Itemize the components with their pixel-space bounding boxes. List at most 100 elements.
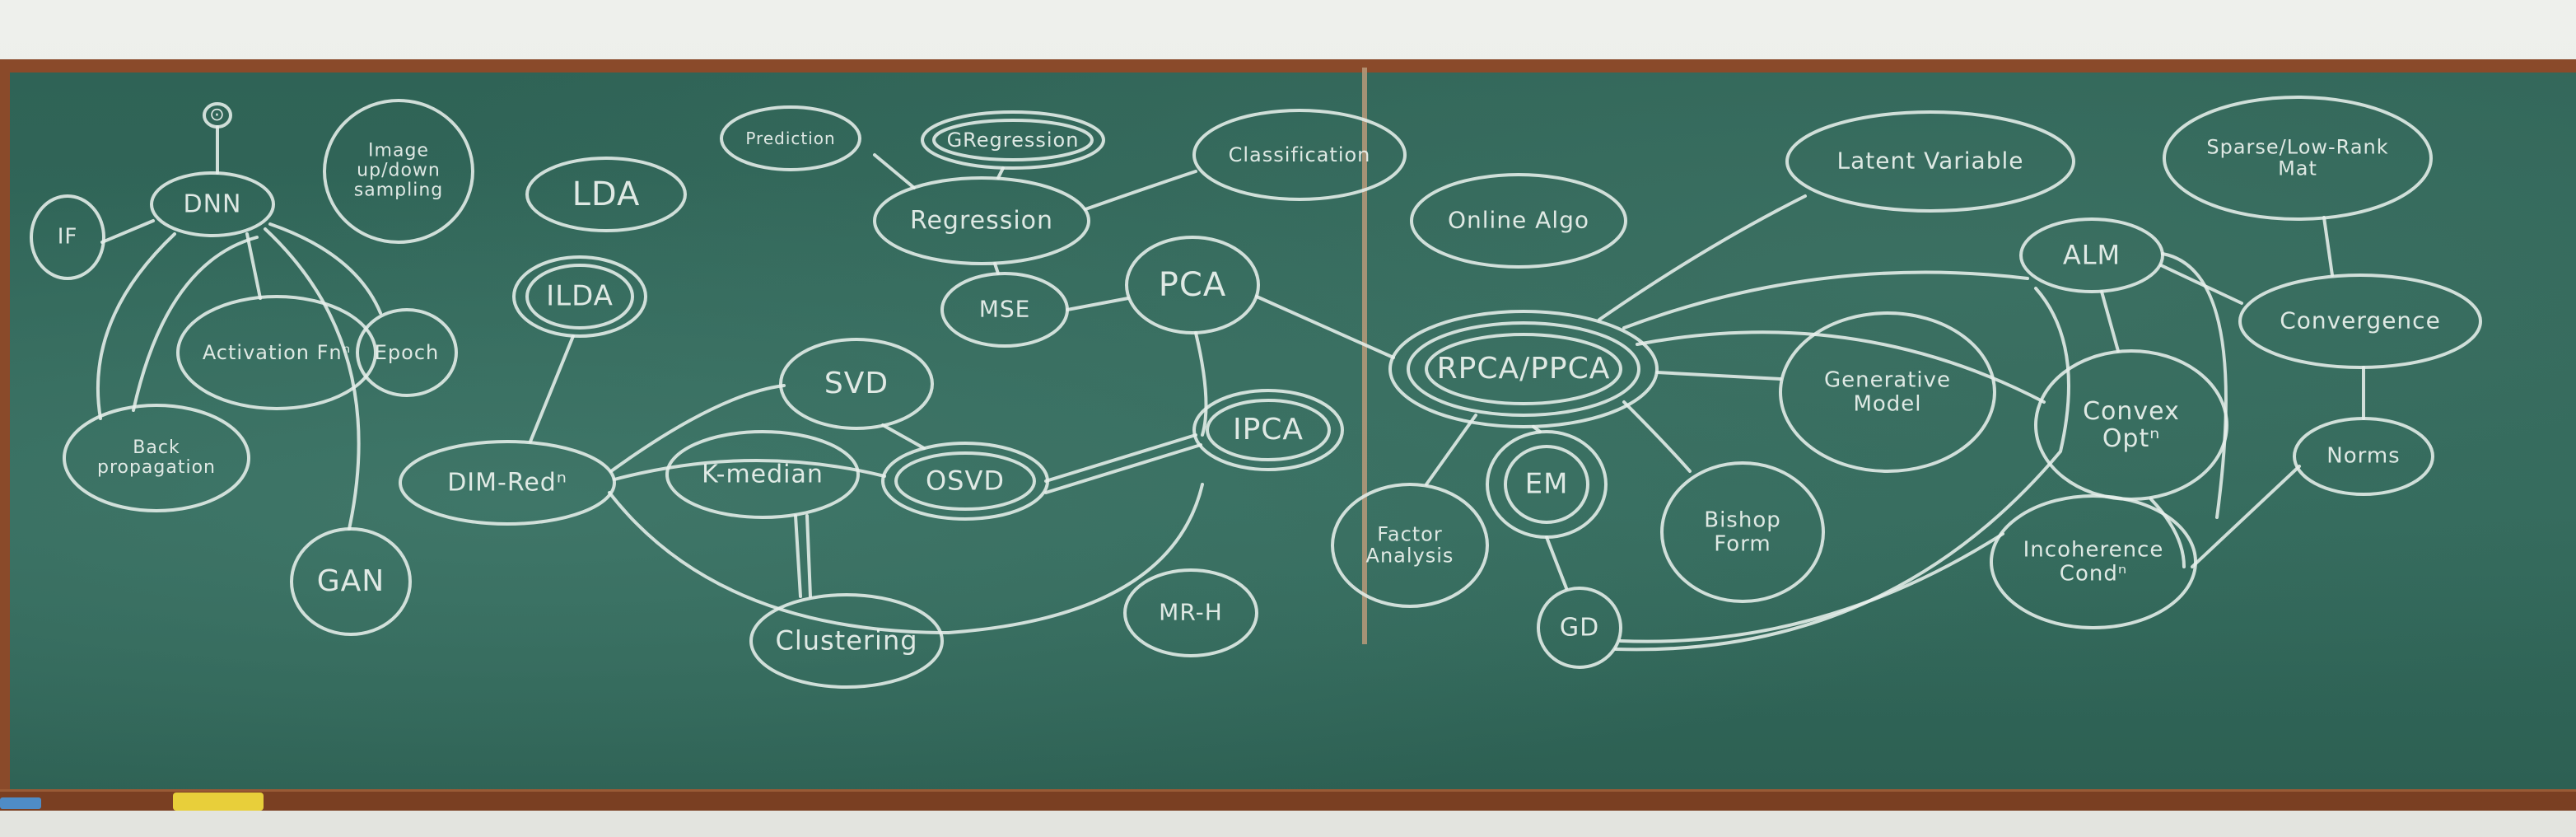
label-ilda: ILDA: [546, 279, 614, 313]
label-incoherence-cond: Incoherence Condⁿ: [2023, 537, 2164, 586]
label-g-regression: GRegression: [946, 128, 1080, 152]
oval-ipca-inner: [1206, 399, 1331, 461]
label-mr-h: MR-H: [1159, 598, 1223, 626]
label-alm: ALM: [2062, 239, 2121, 271]
label-epoch: Epoch: [374, 340, 440, 364]
oval-backprop: [63, 404, 250, 512]
edge-backprop-arc: [132, 236, 259, 412]
edge-alm-convergence: [2159, 264, 2243, 305]
label-latent-variable: Latent Variable: [1836, 147, 2024, 175]
oval-prediction: [720, 105, 861, 171]
label-pca: PCA: [1158, 266, 1227, 304]
label-clustering: Clustering: [775, 624, 918, 657]
edge-kmedian-cluster: [794, 514, 802, 598]
edge-pca-rpca: [1255, 295, 1395, 359]
edge-dnn-backprop: [96, 232, 176, 420]
oval-pca: [1125, 236, 1260, 334]
label-bishop-form: Bishop Form: [1704, 507, 1781, 556]
label-mse: MSE: [978, 295, 1031, 323]
wall-below-board: [0, 811, 2576, 837]
oval-if: [30, 194, 105, 280]
oval-rpca: [1388, 310, 1659, 428]
oval-activation: [176, 295, 377, 410]
oval-gregression: [921, 110, 1105, 170]
edge-gd-incoherence: [1619, 532, 2004, 643]
edge-gd-bigarc: [1614, 287, 2070, 652]
label-em: EM: [1524, 467, 1569, 501]
edge-rpca-generative: [1655, 371, 1782, 381]
oval-sparse: [2163, 96, 2433, 221]
edge-norms-incoherence: [2191, 465, 2301, 568]
label-convergence: Convergence: [2280, 306, 2441, 334]
oval-image-sampling: [323, 99, 474, 244]
label-back-propagation: Back propagation: [96, 437, 217, 478]
oval-rpca-mid: [1407, 321, 1640, 417]
label-sparse-low-rank: Sparse/Low-Rank Mat: [2206, 135, 2389, 180]
edge-svd-osvd: [881, 423, 926, 450]
edge-alm-right: [2161, 252, 2228, 519]
edge-rpca-bishop: [1622, 400, 1692, 473]
label-o-top: ⊙: [209, 104, 226, 125]
edge-dnn-gan: [264, 227, 361, 531]
label-ipca: IPCA: [1232, 413, 1304, 447]
label-rpca-ppca: RPCA/PPCA: [1436, 352, 1611, 386]
oval-gd: [1537, 587, 1622, 669]
edge-mse-pca: [1066, 297, 1130, 311]
oval-clustering: [749, 593, 944, 689]
label-svd: SVD: [824, 367, 889, 401]
label-online-algo: Online Algo: [1447, 206, 1590, 234]
label-convex-opt: Convex Optⁿ: [2083, 397, 2180, 453]
edge-regression-greg: [996, 166, 1005, 180]
oval-regression: [873, 176, 1090, 265]
edge-kmedian-cluster-2: [805, 514, 812, 598]
label-dnn: DNN: [183, 189, 242, 219]
edge-dnn-activation: [245, 232, 262, 300]
edge-em-gd: [1545, 535, 1568, 590]
oval-classification: [1192, 109, 1407, 201]
edge-dim-osvd: [613, 458, 886, 481]
edge-dim-bigarc: [608, 483, 1204, 635]
oval-latent: [1785, 110, 2075, 213]
label-norms: Norms: [2326, 443, 2401, 469]
oval-bishop: [1660, 461, 1825, 603]
oval-ilda: [512, 255, 647, 338]
oval-dimredn: [399, 440, 616, 526]
oval-mrh: [1123, 568, 1258, 657]
edge-regression-prediction: [873, 153, 916, 189]
oval-osvd-inner: [894, 451, 1036, 511]
oval-online-algo: [1410, 173, 1627, 269]
oval-kmedian: [665, 430, 860, 519]
label-gd: GD: [1559, 613, 1600, 643]
edge-osvd-ipca: [1044, 433, 1197, 483]
edge-regression-class: [1084, 170, 1197, 211]
label-regression: Regression: [909, 206, 1054, 236]
edge-dnn-epoch: [268, 222, 382, 315]
edge-rpca-em: [1532, 425, 1542, 433]
chalk-diagram: [10, 72, 2576, 789]
oval-generative: [1779, 311, 1996, 473]
label-k-median: K-median: [702, 460, 824, 489]
yellow-chalk-eraser: [173, 793, 264, 811]
label-image-sampling: Image up/down sampling: [353, 140, 444, 202]
label-classification: Classification: [1228, 143, 1371, 166]
oval-svd: [779, 338, 934, 430]
hanging-cord: [1362, 68, 1367, 644]
label-if: IF: [57, 224, 78, 250]
oval-lda: [525, 157, 687, 232]
edge-rpca-convex: [1636, 330, 2046, 404]
edge-rpca-latent: [1598, 194, 1807, 321]
oval-factor: [1331, 483, 1489, 608]
chalk-drawing-svg: [30, 96, 2482, 689]
oval-gregression-inner: [932, 119, 1094, 161]
oval-ipca: [1192, 389, 1344, 471]
edge-dnn-if: [100, 219, 155, 244]
label-osvd: OSVD: [925, 465, 1006, 497]
chalk-tray: [0, 789, 2576, 813]
edge-osvd-ipca-2: [1044, 443, 1202, 494]
edge-dim-svd: [609, 384, 786, 473]
label-factor-analysis: Factor Analysis: [1365, 522, 1454, 568]
label-prediction: Prediction: [745, 129, 836, 148]
label-dim-redn: DIM-Redⁿ: [447, 468, 567, 498]
edge-alm-convex: [2100, 290, 2120, 353]
label-lda: LDA: [572, 175, 641, 213]
